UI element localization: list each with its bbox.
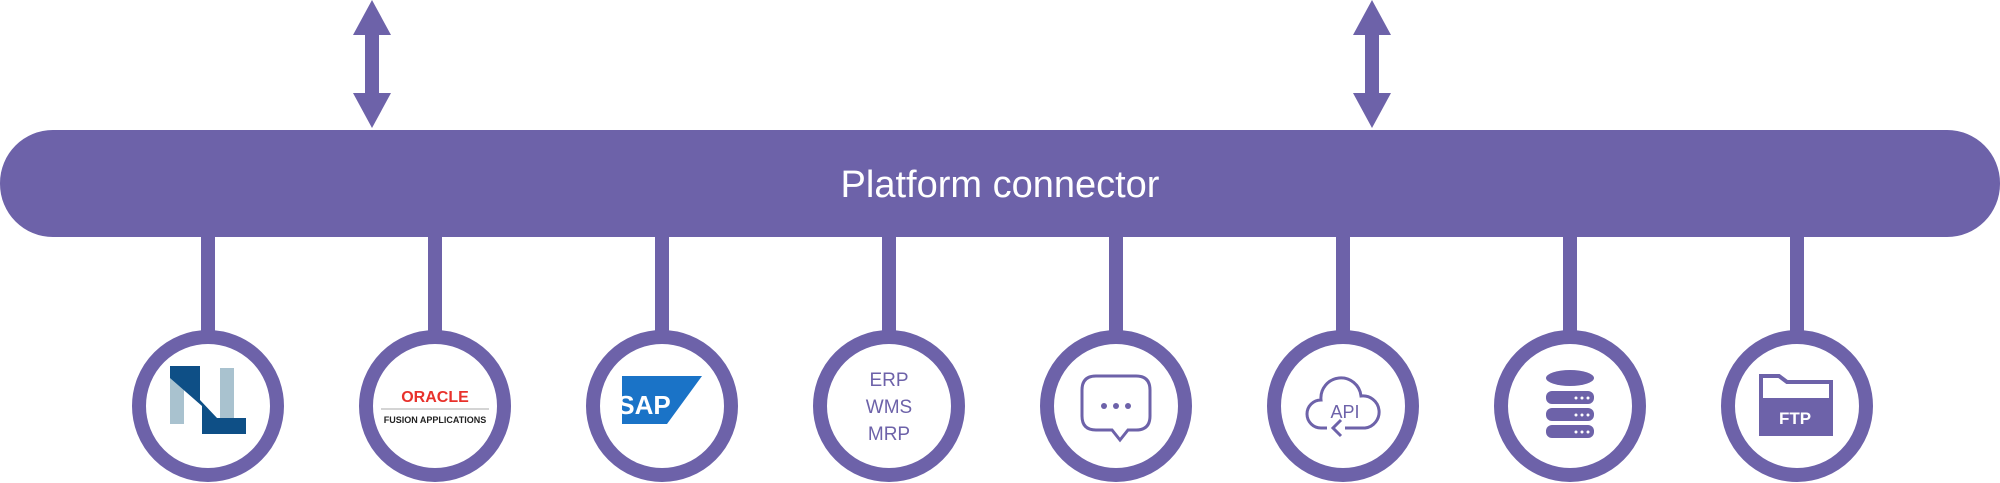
oracle-brand-text: ORACLE [401,389,469,406]
platform-connector-bar [0,130,2000,237]
connector-node-sap: SAP [586,235,738,482]
connector-node-oracle: ORACLE FUSION APPLICATIONS [359,235,511,482]
cloud-api-icon: API [1305,376,1381,438]
platform-connector-label: Platform connector [841,164,1160,206]
system-type-wms: WMS [866,397,912,418]
sap-brand-text: SAP [617,390,670,420]
connector-line [1109,235,1123,335]
connector-node-netsuite [132,235,284,482]
connector-line [655,235,669,335]
node-circle [1267,330,1419,482]
connector-node-api: API [1267,235,1419,482]
chat-bubble-icon [1080,374,1152,443]
netsuite-logo-icon [170,366,246,434]
ftp-folder-icon: FTP [1759,374,1833,436]
sap-logo-icon: SAP [617,376,702,424]
connector-line [882,235,896,335]
connector-line [1563,235,1577,335]
system-type-mrp: MRP [868,424,910,445]
node-circle [359,330,511,482]
connector-node-chat [1040,235,1192,482]
oracle-logo-icon: ORACLE FUSION APPLICATIONS [381,389,489,425]
connector-node-erp: ERP WMS MRP [813,235,965,482]
connector-line [1790,235,1804,335]
oracle-subtitle-text: FUSION APPLICATIONS [384,415,487,425]
system-type-erp: ERP [869,370,908,391]
node-circle [813,330,965,482]
erp-wms-mrp-icon: ERP WMS MRP [866,370,912,445]
connector-line [428,235,442,335]
connector-node-ftp: FTP [1721,235,1873,482]
connector-node-database [1494,235,1646,482]
bidirectional-arrow-icon [353,0,391,128]
ftp-text: FTP [1779,409,1811,428]
api-text: API [1330,402,1359,422]
node-circle [132,330,284,482]
database-icon [1546,370,1594,438]
connector-line [201,235,215,335]
bidirectional-arrow-icon [1353,0,1391,128]
connector-line [1336,235,1350,335]
node-circle [1494,330,1646,482]
